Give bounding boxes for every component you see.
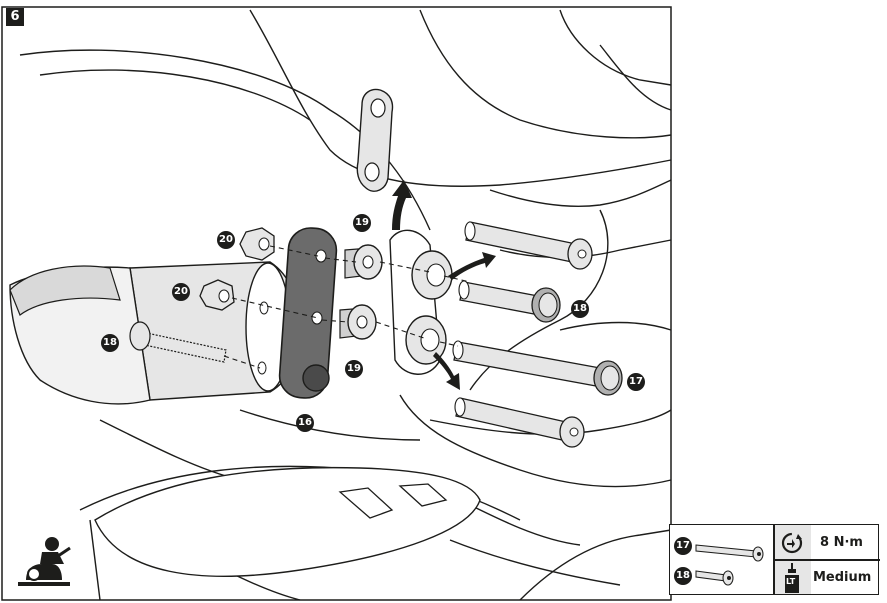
legend-callout-17: 17 — [674, 537, 692, 555]
step-number-badge: 6 — [6, 8, 24, 26]
torque-value: 8 N·m — [820, 535, 863, 550]
bolt-18-right — [458, 280, 561, 323]
bolt-17-right — [452, 340, 623, 396]
direction-arrows — [392, 180, 496, 390]
threadlock-strength: Medium — [813, 570, 872, 585]
callout-20-upper: 20 — [217, 231, 235, 249]
nut-20-upper — [239, 227, 275, 261]
legend-divider-horizontal — [773, 559, 880, 561]
bolt-18-left — [129, 321, 227, 363]
callout-20-lower: 20 — [172, 283, 190, 301]
spacer-19-upper — [344, 244, 383, 280]
legend-bolt-18-icon — [695, 570, 734, 586]
legend-callout-18: 18 — [674, 567, 692, 585]
exhaust-muffler — [9, 261, 301, 405]
torque-wrench-icon — [781, 532, 803, 554]
callout-18-left: 18 — [101, 334, 119, 352]
bolt-long-bottom — [454, 397, 585, 448]
legend-bolt-illustrations — [695, 544, 764, 586]
callout-19-upper: 19 — [353, 214, 371, 232]
upper-link-plate — [356, 88, 394, 192]
bolt-long-top — [464, 221, 593, 270]
threadlocker-bottle-icon — [785, 563, 799, 593]
threadlocker-icon-label: LT — [786, 577, 796, 586]
nut-20-lower — [199, 279, 235, 311]
torque-spec-legend: 17 18 LT 8 N·m Medium — [669, 524, 880, 595]
motorcycle-frame-outline — [19, 9, 672, 601]
spacer-19-lower — [339, 304, 377, 340]
mechanic-at-work-icon — [18, 537, 71, 586]
callout-19-lower: 19 — [345, 360, 363, 378]
legend-bolt-17-icon — [695, 544, 764, 562]
assembly-guide-lines — [223, 245, 471, 369]
bracket-plate-16 — [278, 227, 338, 399]
callout-18-right: 18 — [571, 300, 589, 318]
callout-17: 17 — [627, 373, 645, 391]
callout-16: 16 — [296, 414, 314, 432]
lower-cover-panel — [94, 466, 481, 577]
